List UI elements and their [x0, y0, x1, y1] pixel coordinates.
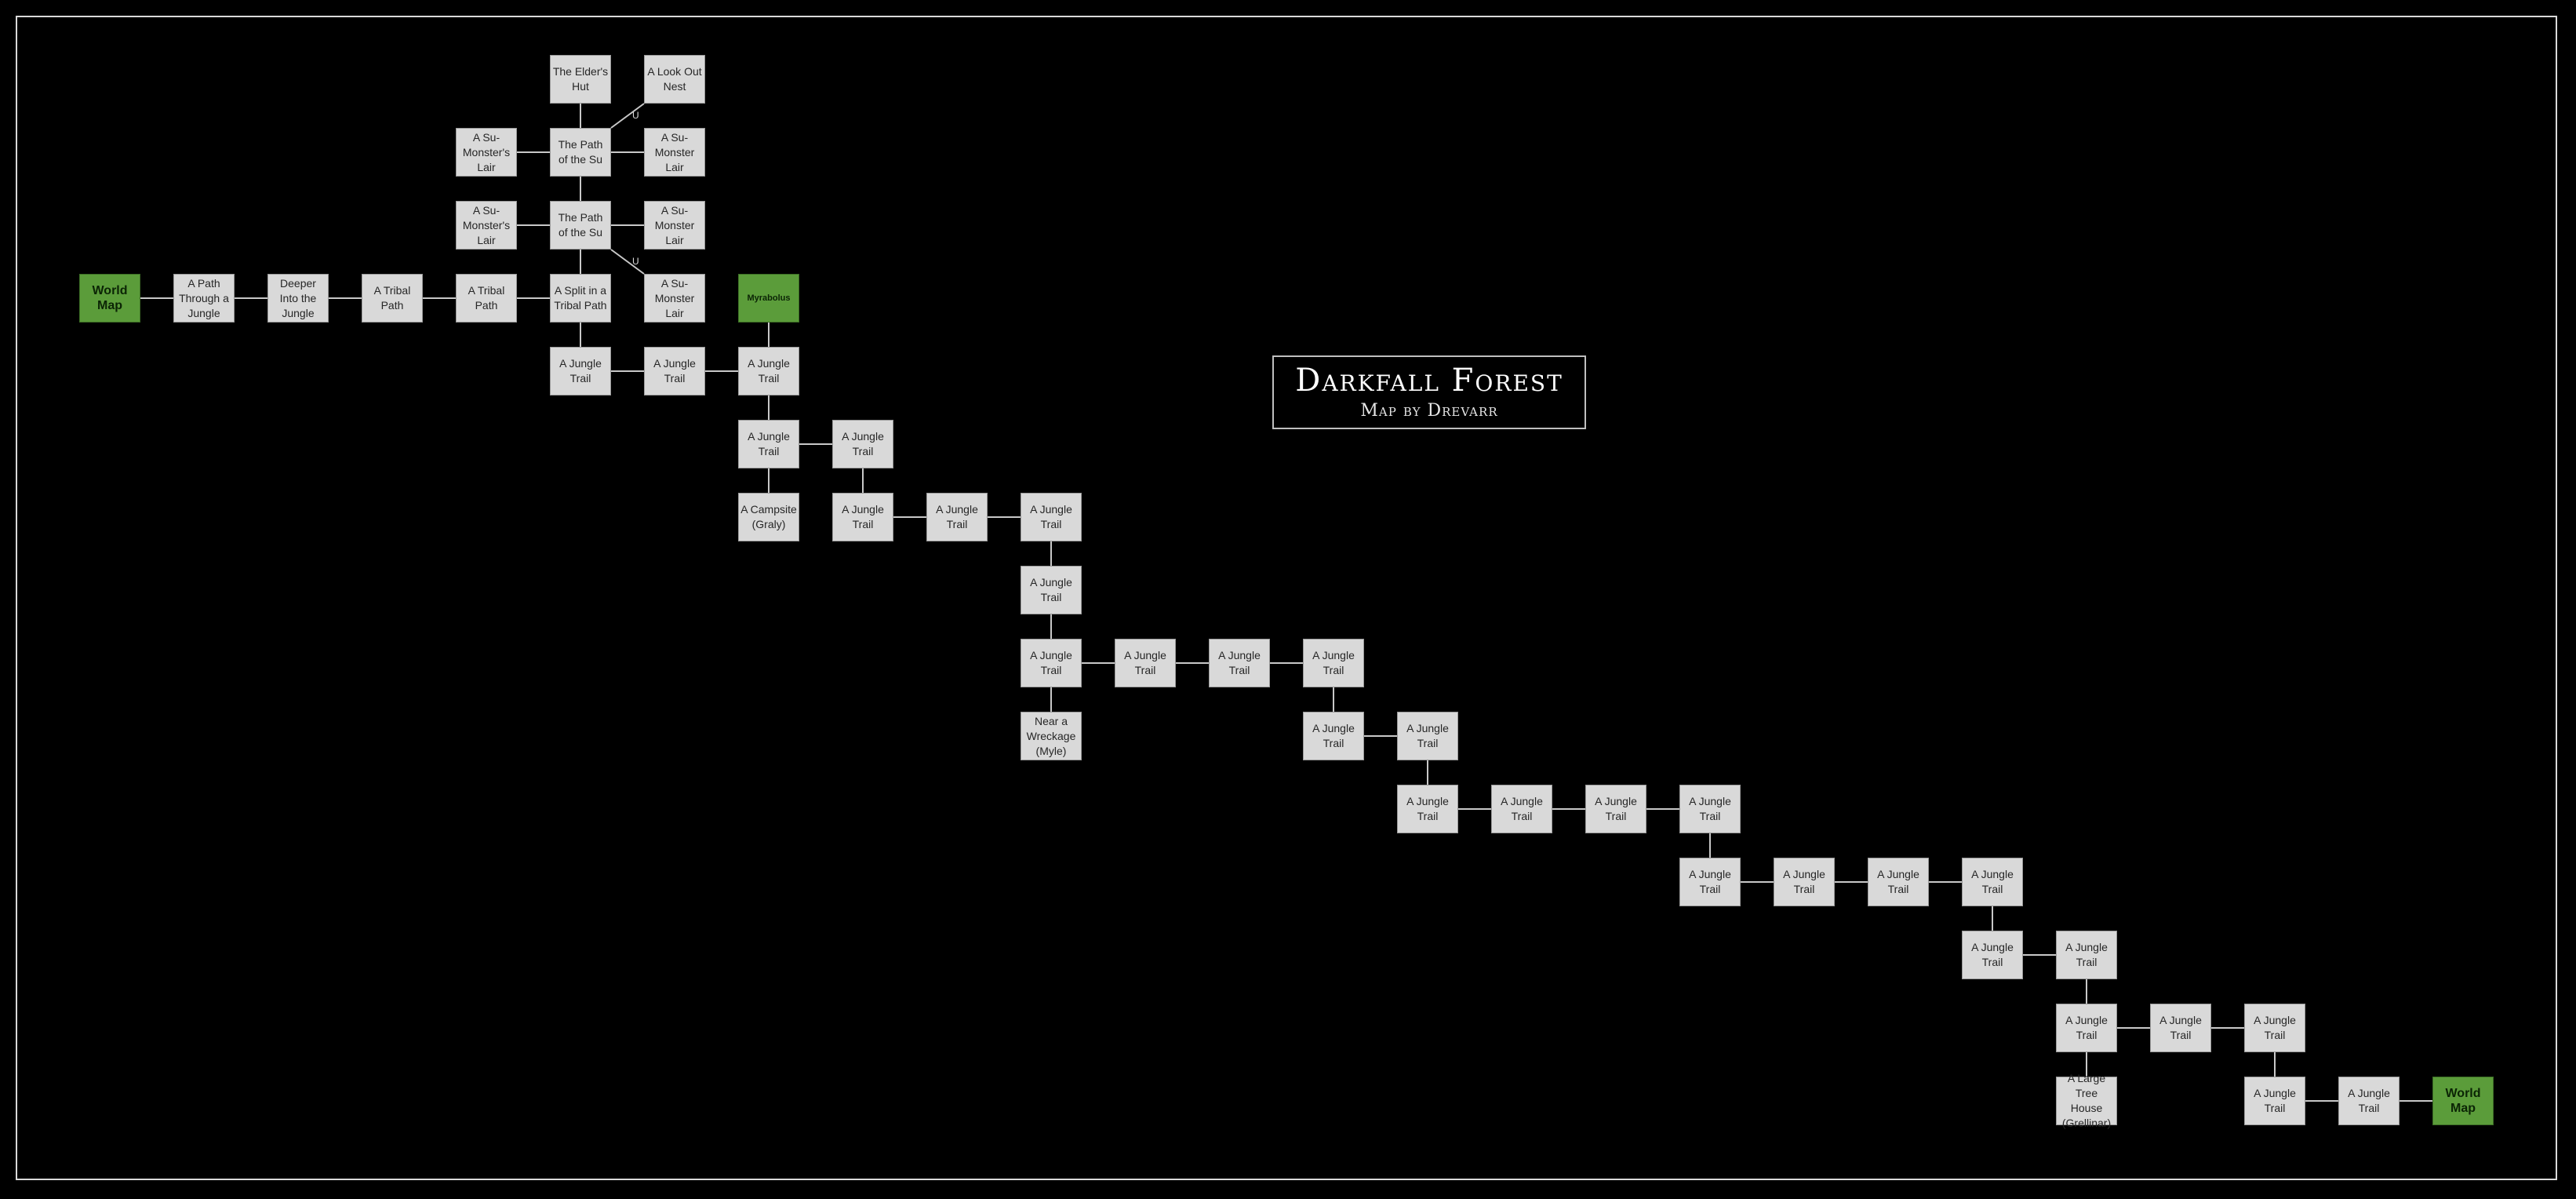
room-jt-r10-c16: A Jungle Trail: [1585, 785, 1646, 833]
map-border: [16, 16, 2557, 1180]
room-path-of-su-upper: The Path of the Su: [550, 128, 611, 177]
room-jt-r11-c17: A Jungle Trail: [1679, 858, 1741, 906]
room-elders-hut: The Elder's Hut: [550, 55, 611, 104]
connection-path-of-su-lower-to-su-monster-lair-se: [610, 249, 645, 275]
room-jt-r12-c20: A Jungle Trail: [1962, 931, 2023, 979]
room-jt-r8-c13: A Jungle Trail: [1303, 639, 1364, 687]
room-jt-r8-c10: A Jungle Trail: [1021, 639, 1082, 687]
room-world-map-west: World Map: [79, 274, 140, 323]
room-su-monsters-lair-lower: A Su-Monster's Lair: [456, 201, 517, 250]
room-jt-r4-c7: A Jungle Trail: [738, 347, 799, 395]
room-jt-r13-c21: A Jungle Trail: [2056, 1004, 2117, 1052]
room-look-out-nest: A Look Out Nest: [644, 55, 705, 104]
room-jt-r4-c5: A Jungle Trail: [550, 347, 611, 395]
map-title: Darkfall Forest: [1295, 363, 1563, 399]
room-jt-r10-c14: A Jungle Trail: [1397, 785, 1458, 833]
room-tribal-path-2: A Tribal Path: [456, 274, 517, 323]
room-path-through-jungle: A Path Through a Jungle: [173, 274, 235, 323]
room-jt-r9-c13: A Jungle Trail: [1303, 712, 1364, 760]
room-jt-r8-c12: A Jungle Trail: [1209, 639, 1270, 687]
room-jt-r14-c23: A Jungle Trail: [2244, 1077, 2305, 1125]
room-jt-r7-c10: A Jungle Trail: [1021, 566, 1082, 614]
room-jt-r12-c21: A Jungle Trail: [2056, 931, 2117, 979]
room-jt-r11-c20: A Jungle Trail: [1962, 858, 2023, 906]
room-world-map-east: World Map: [2432, 1077, 2494, 1125]
room-near-wreckage-myle: Near a Wreckage (Myle): [1021, 712, 1082, 760]
room-su-monsters-lair-upper: A Su-Monster's Lair: [456, 128, 517, 177]
room-jt-r6-c10: A Jungle Trail: [1021, 493, 1082, 541]
room-jt-r10-c17: A Jungle Trail: [1679, 785, 1741, 833]
room-jt-r4-c6: A Jungle Trail: [644, 347, 705, 395]
room-jt-r13-c23: A Jungle Trail: [2244, 1004, 2305, 1052]
room-su-monster-lair-lower: A Su-Monster Lair: [644, 201, 705, 250]
room-jt-r5-c7: A Jungle Trail: [738, 420, 799, 468]
room-tribal-path-1: A Tribal Path: [362, 274, 423, 323]
room-large-tree-house-grellinar: A Large Tree House (Grellinar): [2056, 1072, 2117, 1129]
room-path-of-su-lower: The Path of the Su: [550, 201, 611, 250]
room-jt-r14-c24: A Jungle Trail: [2338, 1077, 2400, 1125]
room-jt-r11-c18: A Jungle Trail: [1774, 858, 1835, 906]
room-jt-r10-c15: A Jungle Trail: [1491, 785, 1552, 833]
direction-mark-up: U: [632, 255, 639, 267]
room-deeper-into-jungle: Deeper Into the Jungle: [267, 274, 329, 323]
room-jt-r8-c11: A Jungle Trail: [1115, 639, 1176, 687]
room-jt-r11-c19: A Jungle Trail: [1868, 858, 1929, 906]
room-jt-r13-c22: A Jungle Trail: [2150, 1004, 2211, 1052]
room-campsite-graly: A Campsite (Graly): [738, 493, 799, 541]
room-myrabolus: Myrabolus: [738, 274, 799, 323]
room-jt-r9-c14: A Jungle Trail: [1397, 712, 1458, 760]
map-subtitle: Map by Drevarr: [1360, 401, 1498, 421]
room-jt-r6-c8: A Jungle Trail: [832, 493, 893, 541]
room-jt-r6-c9: A Jungle Trail: [926, 493, 988, 541]
map-title-box: Darkfall Forest Map by Drevarr: [1272, 355, 1586, 429]
connection-path-of-su-upper-to-look-out-nest: [610, 103, 645, 129]
room-jt-r5-c8: A Jungle Trail: [832, 420, 893, 468]
direction-mark-up: U: [632, 109, 639, 121]
room-su-monster-lair-upper: A Su-Monster Lair: [644, 128, 705, 177]
room-su-monster-lair-se: A Su-Monster Lair: [644, 274, 705, 323]
room-split-tribal-path: A Split in a Tribal Path: [550, 274, 611, 323]
